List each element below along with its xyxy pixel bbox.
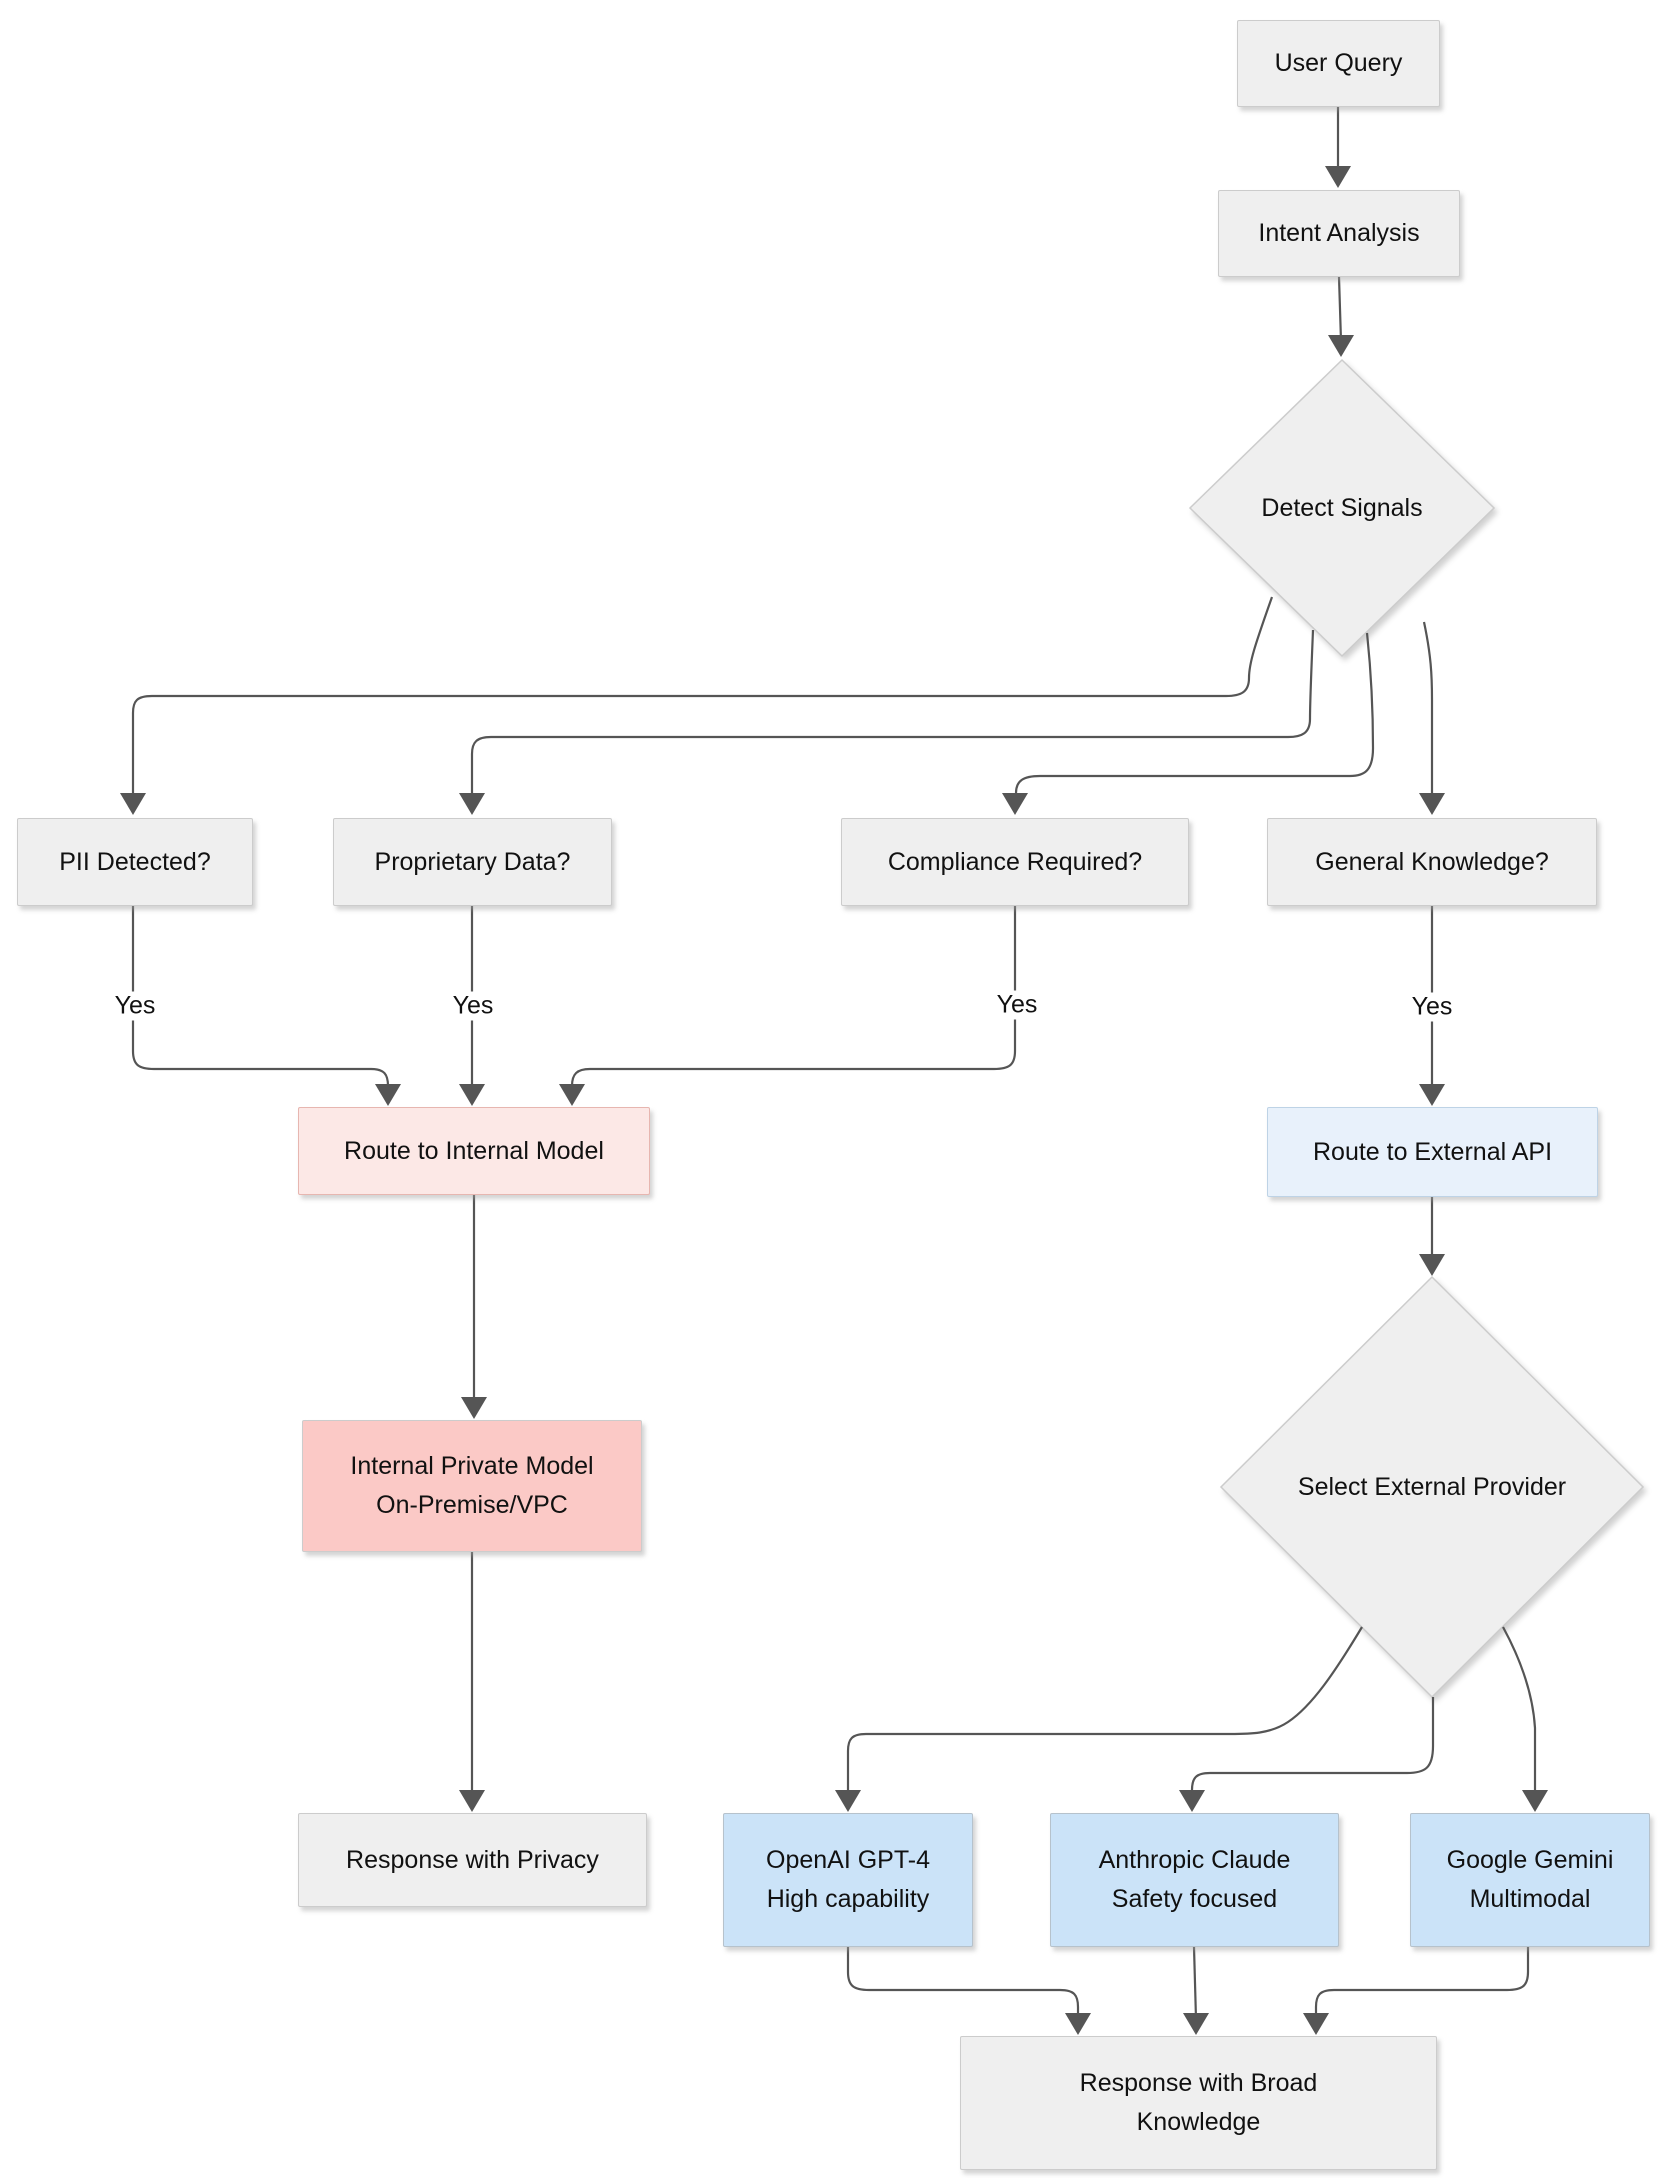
- openai-line2: High capability: [766, 1885, 930, 1913]
- edge-label-general-yes: Yes: [1406, 992, 1458, 1022]
- google-line2: Multimodal: [1469, 1885, 1591, 1913]
- node-route-external-api: Route to External API: [1267, 1107, 1598, 1197]
- edge-detect-to-general: [1419, 621, 1445, 815]
- anthropic-line2: Safety focused: [1111, 1885, 1278, 1913]
- node-select-provider-label: Select External Provider: [1297, 1472, 1567, 1501]
- node-user-query: User Query: [1237, 20, 1440, 107]
- edge-anthropic-to-response-broad: [1183, 1946, 1209, 2035]
- node-pii-detected: PII Detected?: [17, 818, 253, 906]
- anthropic-line1: Anthropic Claude: [1098, 1846, 1291, 1875]
- node-google-gemini: Google Gemini Multimodal: [1410, 1813, 1650, 1947]
- edge-compliance-to-route-internal: [559, 906, 1017, 1106]
- edge-route-external-to-select-provider: [1419, 1197, 1445, 1276]
- openai-line1: OpenAI GPT-4: [766, 1846, 930, 1875]
- internal-model-line1: Internal Private Model: [350, 1452, 594, 1481]
- node-response-privacy: Response with Privacy: [298, 1813, 647, 1907]
- edge-internal-model-to-response-privacy: [459, 1552, 485, 1812]
- edge-label-proprietary-yes: Yes: [447, 991, 499, 1021]
- edge-intent-to-detect: [1328, 276, 1354, 357]
- edge-pii-to-route-internal: [131, 906, 401, 1106]
- node-route-internal-model: Route to Internal Model: [298, 1107, 650, 1195]
- node-anthropic-claude: Anthropic Claude Safety focused: [1050, 1813, 1339, 1947]
- edge-label-pii-yes: Yes: [109, 991, 161, 1021]
- node-response-broad: Response with Broad Knowledge: [960, 2036, 1437, 2170]
- edge-user-query-to-intent: [1325, 107, 1351, 188]
- node-detect-signals-label: Detect Signals: [1261, 493, 1423, 522]
- node-internal-private-model: Internal Private Model On-Premise/VPC: [302, 1420, 642, 1552]
- node-compliance-required: Compliance Required?: [841, 818, 1189, 906]
- edge-detect-to-pii: [120, 596, 1274, 815]
- google-line1: Google Gemini: [1446, 1846, 1614, 1875]
- edge-detect-to-compliance: [1002, 632, 1375, 815]
- edge-google-to-response-broad: [1303, 1947, 1530, 2035]
- detect-signals-diamond-shape: [1188, 358, 1496, 658]
- response-broad-line2: Knowledge: [1136, 2108, 1261, 2136]
- node-openai-gpt4: OpenAI GPT-4 High capability: [723, 1813, 973, 1947]
- internal-model-line2: On-Premise/VPC: [376, 1491, 568, 1519]
- node-proprietary-data: Proprietary Data?: [333, 818, 612, 906]
- response-broad-line1: Response with Broad: [1079, 2069, 1318, 2098]
- edge-openai-to-response-broad: [846, 1947, 1091, 2035]
- edge-label-compliance-yes: Yes: [991, 990, 1043, 1020]
- edge-detect-to-proprietary: [459, 629, 1315, 815]
- edge-select-to-google: [1502, 1626, 1548, 1812]
- node-intent-analysis: Intent Analysis: [1218, 190, 1460, 277]
- edge-select-to-openai: [835, 1626, 1363, 1812]
- node-general-knowledge: General Knowledge?: [1267, 818, 1597, 906]
- edge-select-to-anthropic: [1179, 1697, 1435, 1812]
- edge-route-internal-to-internal-model: [461, 1195, 487, 1419]
